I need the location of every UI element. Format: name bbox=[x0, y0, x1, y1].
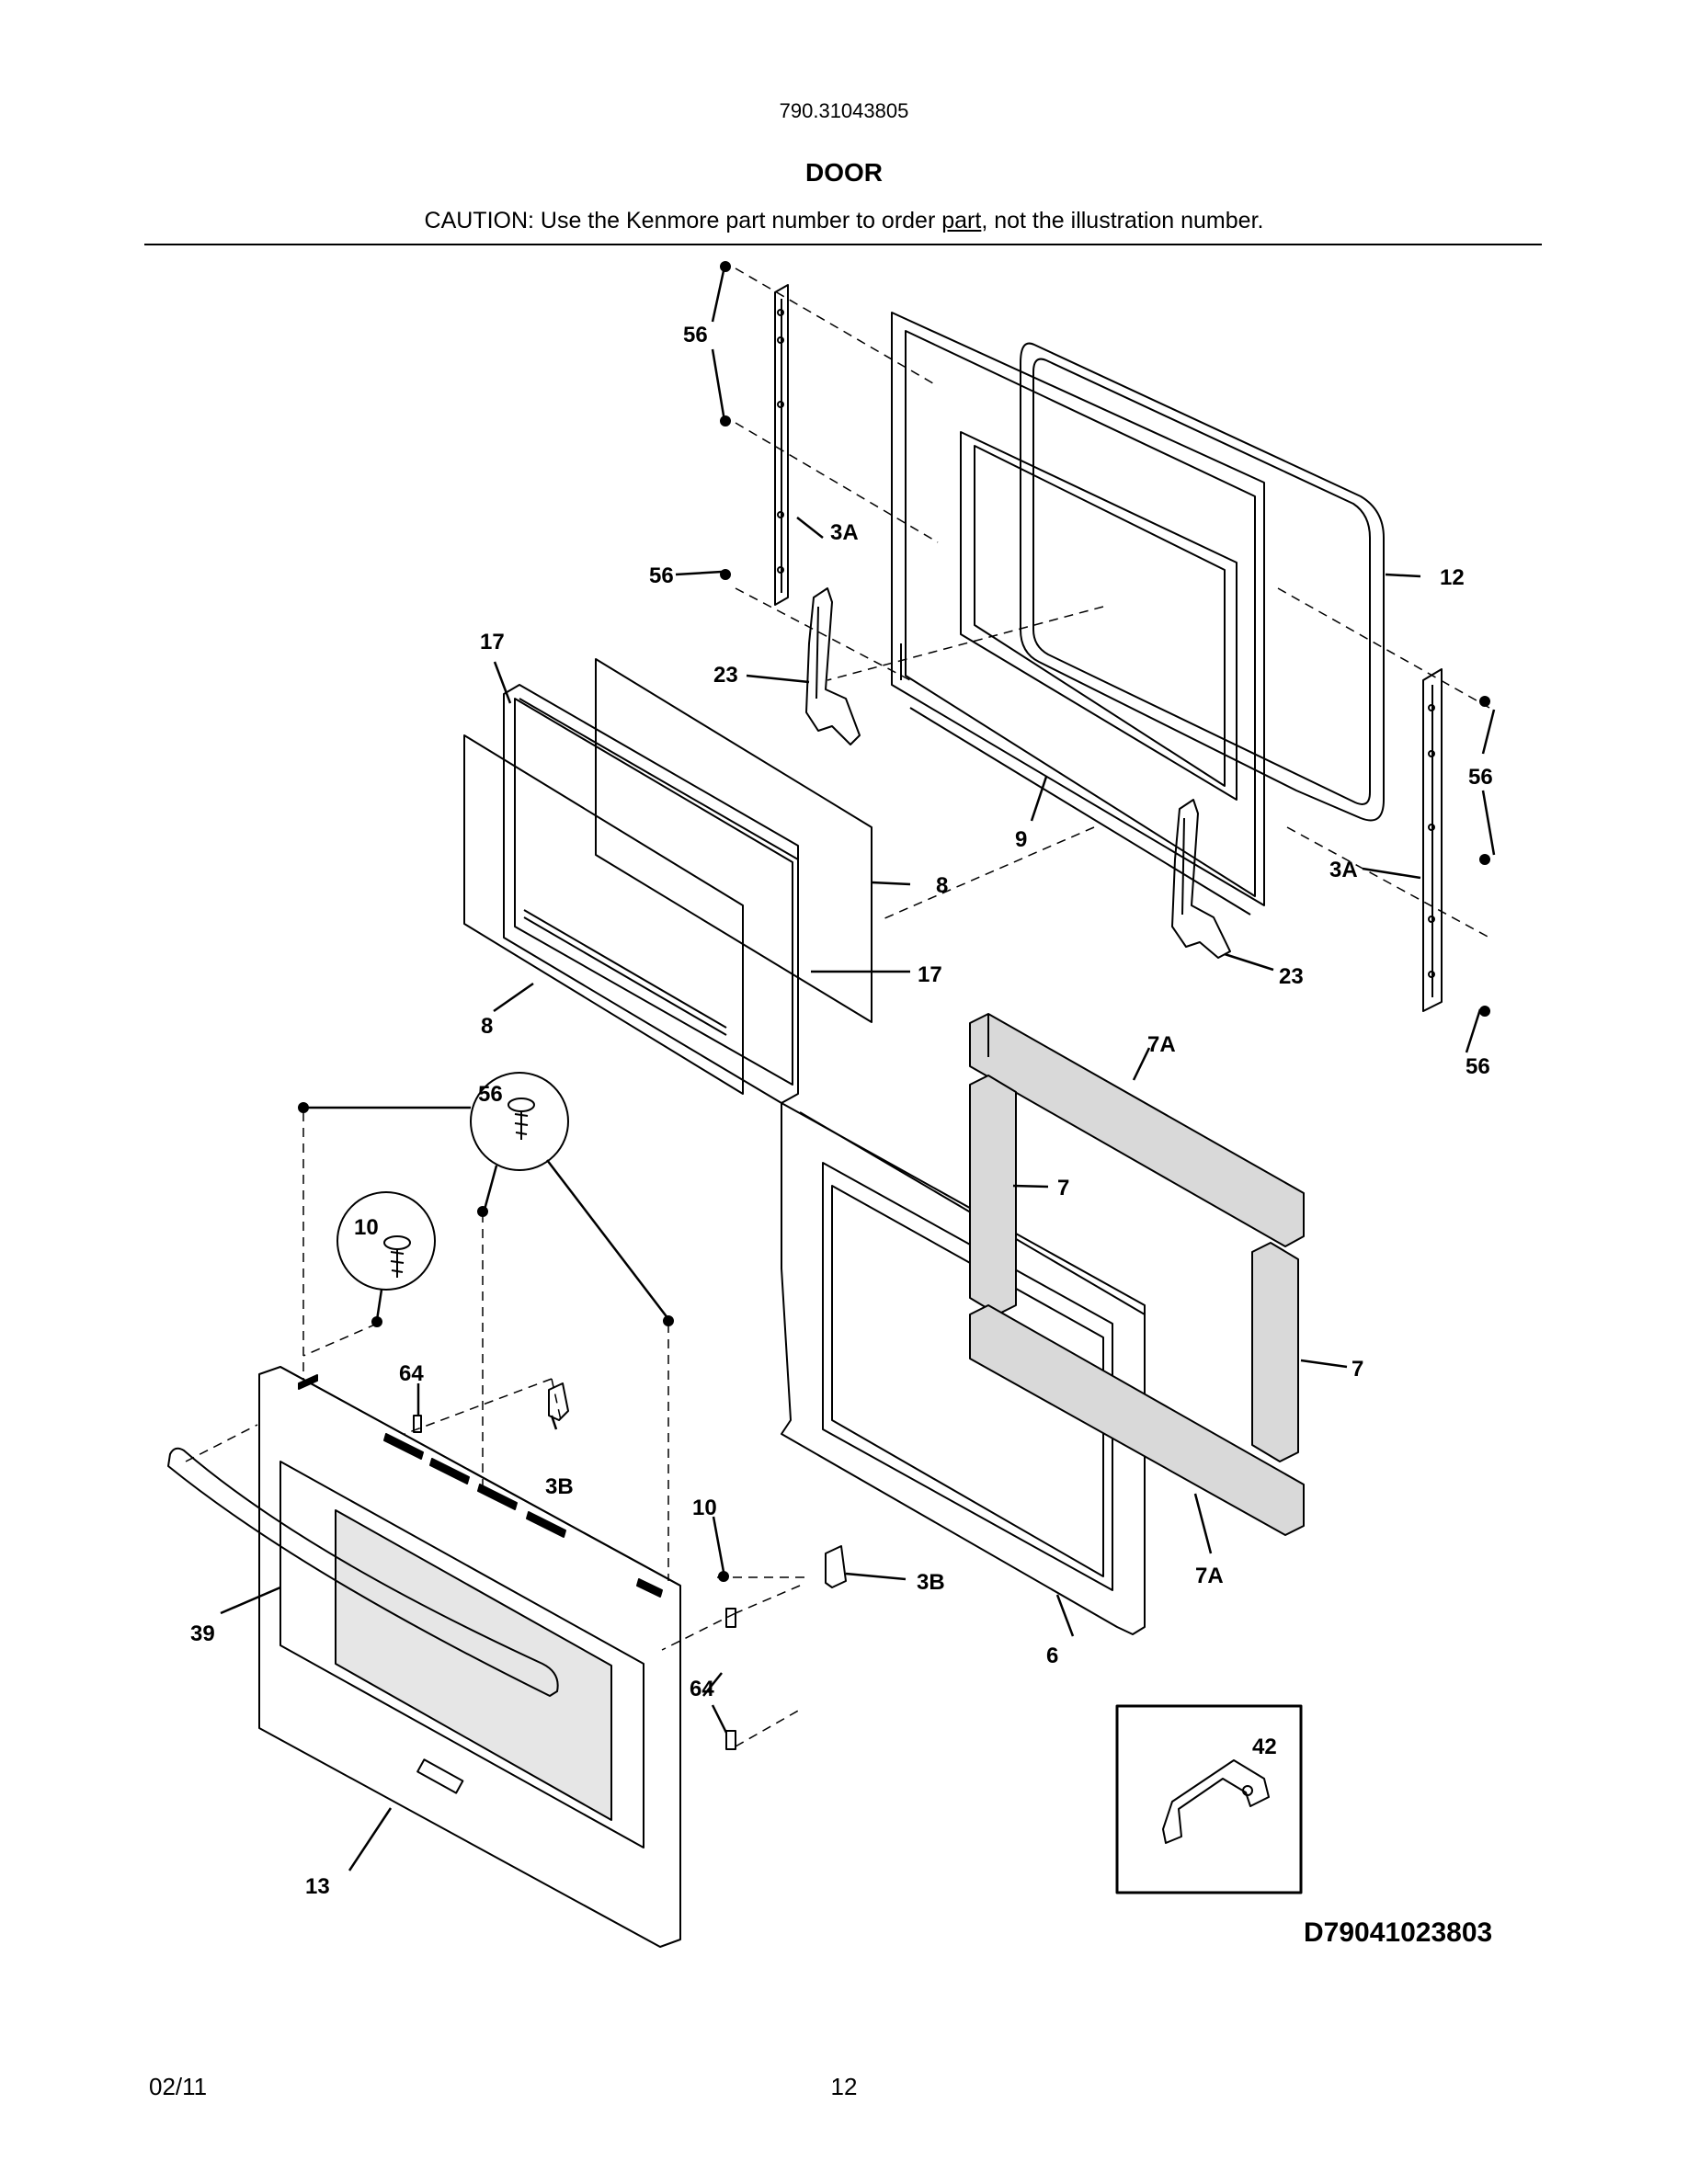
callout-3b-right: 3B bbox=[917, 1570, 945, 1595]
callout-56-right: 56 bbox=[1468, 765, 1493, 790]
detail-circle-screw-10 bbox=[336, 1191, 436, 1291]
glass-frame-17 bbox=[503, 684, 799, 1104]
callout-17-bottom: 17 bbox=[918, 962, 942, 987]
section-title: DOOR bbox=[805, 158, 883, 187]
door-handle-39 bbox=[167, 1447, 559, 1697]
callout-64-bottom: 64 bbox=[690, 1677, 714, 1701]
callout-7a-top: 7A bbox=[1147, 1032, 1176, 1057]
callout-3b-left: 3B bbox=[545, 1474, 574, 1499]
header-rule bbox=[144, 244, 1542, 245]
spacer-64-bottom-a bbox=[725, 1608, 736, 1628]
callout-23-right: 23 bbox=[1279, 964, 1304, 989]
door-gasket-12 bbox=[1020, 342, 1385, 822]
callout-6: 6 bbox=[1046, 1644, 1058, 1668]
callout-10-circle: 10 bbox=[354, 1215, 379, 1240]
callout-10-small: 10 bbox=[692, 1496, 717, 1520]
callout-39: 39 bbox=[190, 1621, 215, 1646]
caution-suffix: , not the illustration number. bbox=[981, 208, 1264, 233]
door-glass-8-rear bbox=[595, 658, 873, 1023]
door-clip-3b-right bbox=[825, 1545, 847, 1588]
model-number: 790.31043805 bbox=[779, 99, 909, 122]
door-clip-3b-left bbox=[548, 1382, 569, 1421]
callout-56-mid-left: 56 bbox=[649, 563, 674, 588]
callout-42: 42 bbox=[1252, 1735, 1277, 1759]
screws bbox=[298, 261, 1490, 1582]
hinge-support-3a-left bbox=[774, 284, 789, 606]
detail-circle-screw-56 bbox=[470, 1072, 569, 1171]
assembly-guide-lines bbox=[185, 267, 1490, 1747]
callout-56-bottom-right: 56 bbox=[1466, 1054, 1490, 1079]
door-glass-8-front bbox=[463, 734, 744, 1095]
footer-date: 02/11 bbox=[149, 2073, 208, 2100]
callout-3a-left: 3A bbox=[830, 520, 859, 545]
callout-23-left: 23 bbox=[713, 663, 738, 688]
leader-lines bbox=[220, 266, 1496, 1871]
insulation-7a-top bbox=[969, 1013, 1305, 1247]
insulation-7-right bbox=[1251, 1242, 1299, 1462]
door-hinge-23-left bbox=[805, 587, 861, 745]
callout-7-right: 7 bbox=[1352, 1357, 1363, 1382]
callout-9: 9 bbox=[1015, 827, 1027, 852]
insulation-7-left bbox=[969, 1075, 1017, 1315]
door-top-vents bbox=[298, 1374, 663, 1598]
callout-3a-right: 3A bbox=[1329, 858, 1358, 882]
insulation-7a-bottom bbox=[969, 1304, 1305, 1536]
callout-56-top-left: 56 bbox=[683, 323, 708, 347]
page-number: 12 bbox=[830, 2073, 858, 2100]
callout-17-top: 17 bbox=[480, 630, 505, 654]
callout-8-left: 8 bbox=[481, 1014, 493, 1039]
callout-56-circle: 56 bbox=[478, 1082, 503, 1107]
caution-underlined-word: part bbox=[941, 208, 982, 233]
callout-8-right: 8 bbox=[936, 873, 948, 898]
callout-12: 12 bbox=[1440, 565, 1465, 590]
door-hinge-23-right bbox=[1171, 799, 1231, 959]
hinge-support-3a-right bbox=[1422, 668, 1443, 1012]
callout-64-top: 64 bbox=[399, 1361, 424, 1386]
callout-7-top: 7 bbox=[1057, 1176, 1069, 1200]
drawing-id: D79041023803 bbox=[1304, 1917, 1492, 1948]
inset-box-bracket-42 bbox=[1115, 1704, 1303, 1894]
inner-door-liner-9 bbox=[891, 312, 1265, 916]
spacer-64-bottom-b bbox=[725, 1730, 736, 1750]
callout-13: 13 bbox=[305, 1874, 330, 1899]
caution-prefix: CAUTION: Use the Kenmore part number to … bbox=[424, 208, 942, 233]
callout-labels: 56 3A 56 12 17 23 56 9 3A 8 17 23 8 7A 5… bbox=[190, 323, 1493, 1948]
outer-door-13 bbox=[258, 1366, 681, 1948]
caution-note: CAUTION: Use the Kenmore part number to … bbox=[0, 208, 1688, 234]
callout-7a-bottom: 7A bbox=[1195, 1564, 1224, 1588]
